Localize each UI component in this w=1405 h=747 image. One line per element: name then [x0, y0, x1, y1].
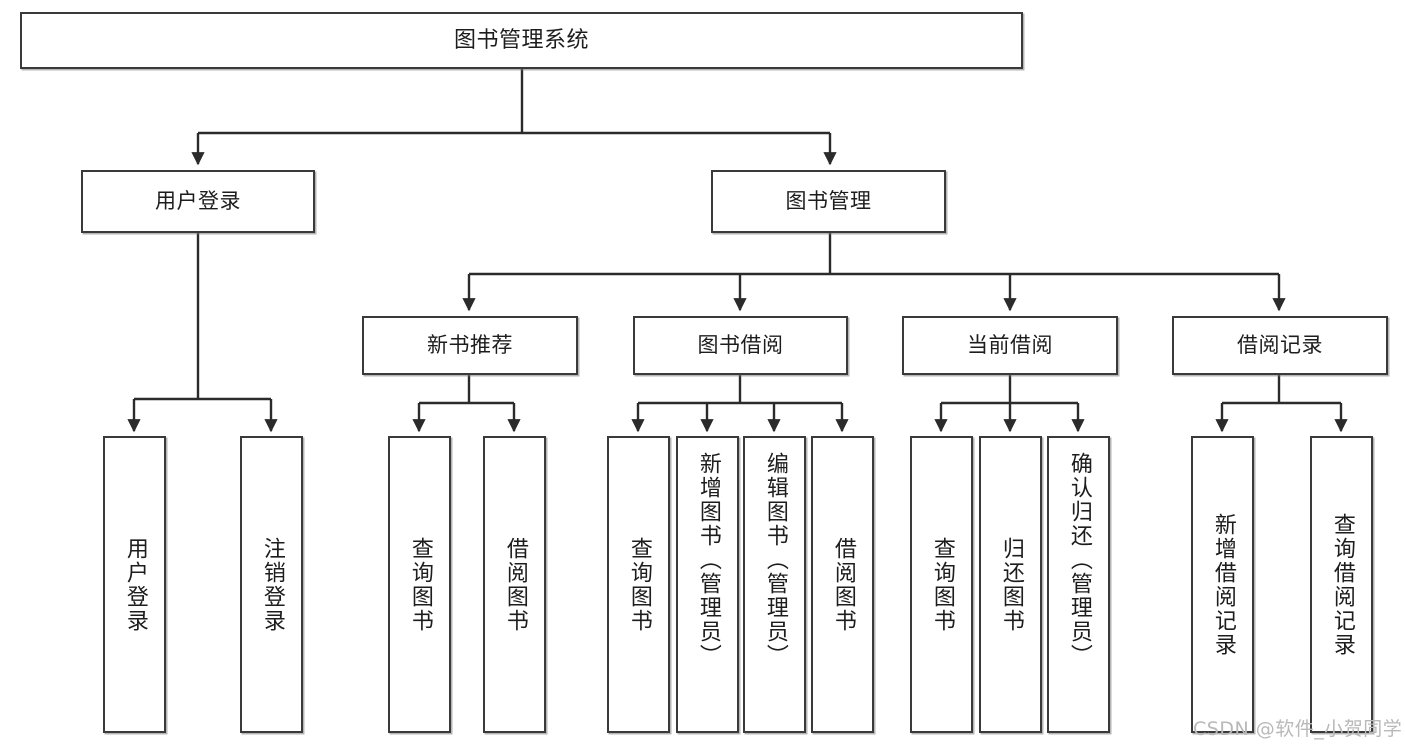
leaf-borrow-book[interactable]: 借阅图书: [811, 436, 874, 733]
node-label: 图书管理系统: [453, 27, 589, 53]
node-current-borrow[interactable]: 当前借阅: [902, 316, 1118, 375]
node-label: 当前借阅: [967, 333, 1053, 358]
node-label: 借阅图书: [502, 536, 528, 633]
leaf-user-login[interactable]: 用户登录: [103, 436, 166, 733]
node-label: 新书推荐: [427, 333, 513, 358]
leaf-borrow-book-recommend[interactable]: 借阅图书: [483, 436, 546, 733]
node-label: 用户登录: [155, 189, 241, 214]
node-label: 新增借阅记录: [1210, 512, 1236, 657]
node-label: 新增图书（管理员）: [695, 452, 721, 668]
node-book-borrow[interactable]: 图书借阅: [633, 316, 848, 375]
node-label: 注销登录: [259, 536, 285, 633]
leaf-logout[interactable]: 注销登录: [240, 436, 303, 733]
node-label: 编辑图书（管理员）: [762, 452, 788, 668]
leaf-return-book[interactable]: 归还图书: [979, 436, 1042, 733]
node-root-system[interactable]: 图书管理系统: [20, 12, 1023, 69]
node-label: 查询图书: [626, 536, 652, 633]
node-label: 图书借阅: [697, 333, 784, 358]
leaf-query-book-recommend[interactable]: 查询图书: [388, 436, 451, 733]
node-user-login[interactable]: 用户登录: [81, 170, 315, 233]
node-book-management[interactable]: 图书管理: [711, 170, 946, 233]
node-label: 查询图书: [929, 536, 955, 633]
node-label: 借阅记录: [1237, 333, 1323, 358]
node-label: 图书管理: [785, 189, 872, 214]
node-new-book-recommend[interactable]: 新书推荐: [362, 316, 578, 375]
node-label: 查询图书: [407, 536, 433, 633]
leaf-query-book-borrow[interactable]: 查询图书: [607, 436, 670, 733]
leaf-add-book[interactable]: 新增图书（管理员）: [676, 436, 739, 733]
node-label: 借阅图书: [830, 536, 856, 633]
node-borrow-record[interactable]: 借阅记录: [1172, 316, 1388, 375]
leaf-edit-book[interactable]: 编辑图书（管理员）: [743, 436, 806, 733]
leaf-add-borrow-record[interactable]: 新增借阅记录: [1191, 436, 1254, 733]
node-label: 查询借阅记录: [1329, 512, 1355, 657]
leaf-query-book-current[interactable]: 查询图书: [910, 436, 973, 733]
csdn-watermark: CSDN @软件_小贺同学: [1193, 718, 1403, 740]
node-label: 用户登录: [122, 536, 148, 633]
node-label: 确认归还（管理员）: [1066, 452, 1092, 668]
leaf-query-borrow-record[interactable]: 查询借阅记录: [1310, 436, 1373, 733]
leaf-confirm-return[interactable]: 确认归还（管理员）: [1047, 436, 1110, 733]
node-label: 归还图书: [998, 536, 1024, 633]
